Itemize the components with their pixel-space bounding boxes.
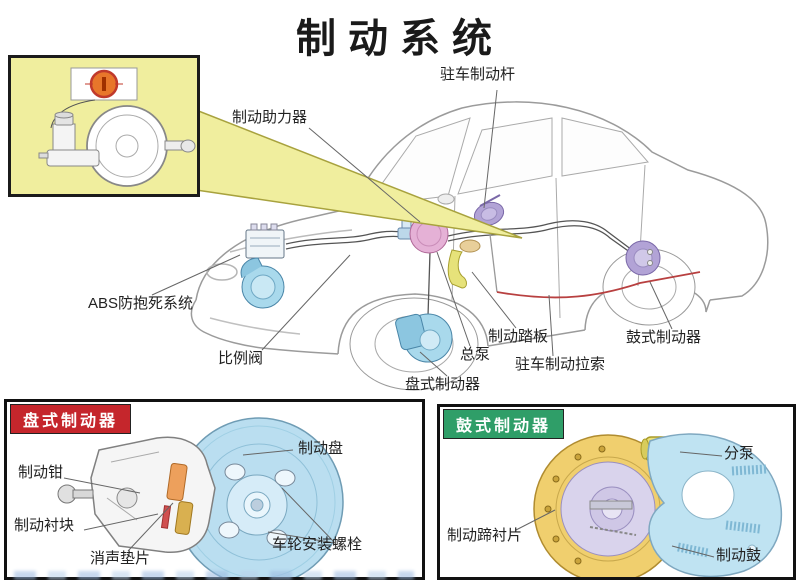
label-wheel-cylinder: 分泵 bbox=[724, 445, 755, 462]
label-drum-brake: 鼓式制动器 bbox=[626, 329, 702, 346]
rear-drum-part bbox=[625, 240, 661, 276]
parking-cable bbox=[496, 271, 701, 299]
label-parking-brake-cable: 驻车制动拉索 bbox=[515, 356, 606, 373]
label-wheel-mounting-bolts: 车轮安装螺栓 bbox=[272, 536, 363, 553]
disc-panel-header: 盘式制动器 bbox=[10, 404, 132, 434]
inset-booster bbox=[86, 105, 196, 187]
label-brake-shoe-lining: 制动蹄衬片 bbox=[447, 527, 523, 544]
label-parking-brake-lever: 驻车制动杆 bbox=[440, 66, 516, 83]
drum-panel-header: 鼓式制动器 bbox=[443, 409, 565, 439]
cutoff-text-strip bbox=[14, 571, 414, 580]
label-brake-drum: 制动鼓 bbox=[716, 547, 762, 564]
label-disc-brake: 盘式制动器 bbox=[405, 376, 481, 393]
label-abs-system: ABS防抱死系统 bbox=[88, 295, 194, 312]
booster-inset bbox=[8, 55, 200, 197]
drum-mech-drawing bbox=[589, 486, 637, 536]
caliper-drawing bbox=[57, 436, 216, 553]
drum-drawing bbox=[647, 433, 783, 577]
label-brake-disc: 制动盘 bbox=[298, 440, 344, 457]
inset-master-cylinder bbox=[38, 111, 100, 167]
abs-unit bbox=[245, 223, 285, 259]
wire bbox=[50, 99, 96, 129]
label-noise-shim: 消声垫片 bbox=[90, 550, 151, 567]
page-title: 制动系统 bbox=[296, 17, 504, 61]
label-brake-booster: 制动助力器 bbox=[232, 109, 308, 126]
warning-light bbox=[70, 67, 138, 101]
label-brake-caliper: 制动钳 bbox=[18, 464, 64, 481]
label-brake-pad: 制动衬块 bbox=[14, 517, 75, 534]
label-master-cylinder: 总泵 bbox=[460, 346, 491, 363]
label-proportioning-valve: 比例阀 bbox=[218, 350, 264, 367]
drum-brake-panel: 鼓式制动器 bbox=[437, 404, 796, 580]
label-brake-pedal: 制动踏板 bbox=[488, 328, 549, 345]
